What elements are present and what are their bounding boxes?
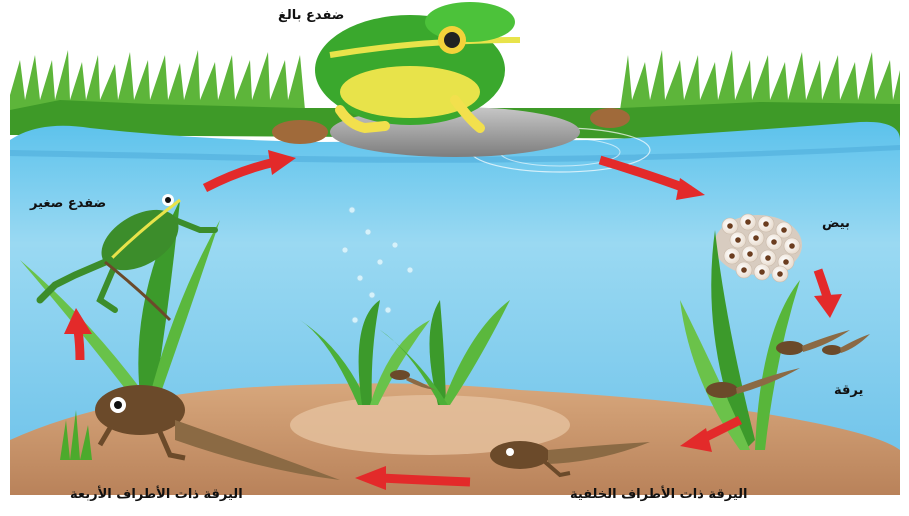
- egg-embryo: [759, 269, 765, 275]
- bubble: [365, 229, 371, 235]
- bubble: [392, 242, 398, 248]
- egg-embryo: [771, 239, 777, 245]
- label-tadpole: يرقة: [834, 383, 863, 398]
- egg-embryo: [781, 227, 787, 233]
- egg-embryo: [735, 237, 741, 243]
- egg-embryo: [783, 259, 789, 265]
- egg-embryo: [727, 223, 733, 229]
- label-four-legs-tadpole: اليرقة ذات الأطراف الأربعة: [70, 487, 243, 502]
- label-adult-frog: ضفدع بالغ: [278, 8, 344, 23]
- egg-embryo: [765, 255, 771, 261]
- egg-embryo: [763, 221, 769, 227]
- bubble: [377, 259, 383, 265]
- bubble: [369, 292, 375, 298]
- bubble: [357, 275, 363, 281]
- label-young-frog: ضفدع صغير: [30, 196, 106, 211]
- bubble: [352, 317, 358, 323]
- egg-embryo: [747, 251, 753, 257]
- egg-embryo: [745, 219, 751, 225]
- egg-embryo: [729, 253, 735, 259]
- bubble: [342, 247, 348, 253]
- egg-embryo: [777, 271, 783, 277]
- label-eggs: بيض: [822, 216, 850, 231]
- bubble: [407, 267, 413, 273]
- bubble: [349, 207, 355, 213]
- bubble: [385, 307, 391, 313]
- egg-embryo: [741, 267, 747, 273]
- egg-embryo: [753, 235, 759, 241]
- egg-embryo: [789, 243, 795, 249]
- label-hind-legs-tadpole: اليرقة ذات الأطراف الخلفية: [570, 487, 747, 502]
